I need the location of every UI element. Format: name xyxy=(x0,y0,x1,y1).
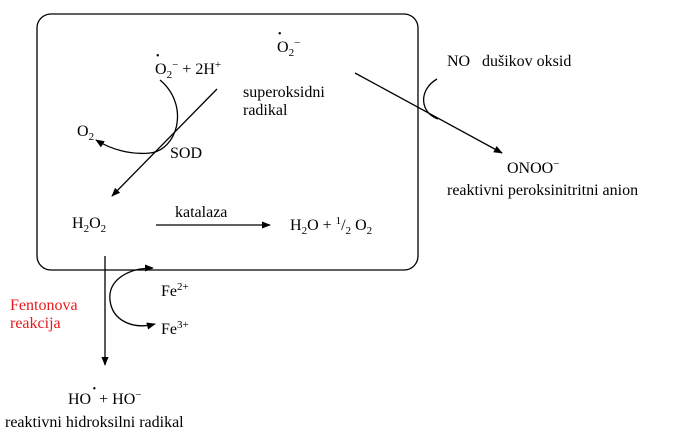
fenton-label-line1: Fentonova xyxy=(10,297,78,314)
compartment-box xyxy=(36,13,419,271)
catalase-label: katalaza xyxy=(175,204,228,221)
iron-ii-ion: Fe2+ xyxy=(161,281,189,300)
nitric-oxide-formula: NO xyxy=(447,53,471,70)
peroxynitrite-formula: ONOO− xyxy=(507,158,560,177)
oxygen-release-curve xyxy=(95,79,178,155)
superoxide-label-line2: radikal xyxy=(243,102,288,119)
sod-enzyme-label: SOD xyxy=(170,145,203,162)
hydroxyl-name: reaktivni hidroksilni radikal xyxy=(5,414,184,431)
catalase-products: H2O + 1/2 O2 xyxy=(290,215,373,237)
nitric-oxide-name: dušikov oksid xyxy=(482,53,572,70)
superoxide-formula-top: O2− xyxy=(277,38,300,59)
dismutation-reactants: O2− + 2H+ xyxy=(155,60,221,81)
fenton-label-line2: reakcija xyxy=(10,315,61,332)
peroxynitrite-name: reaktivni peroksinitritni anion xyxy=(447,182,639,199)
hydroxyl-products: HO + HO− xyxy=(68,390,141,408)
superoxide-label-line1: superoksidni xyxy=(243,84,325,101)
dismutation-arrow xyxy=(111,88,218,197)
no-uptake-curve xyxy=(423,78,439,120)
oxygen-product: O2 xyxy=(77,123,95,143)
iron-cycle-curve xyxy=(109,264,156,330)
iron-iii-ion: Fe3+ xyxy=(161,319,189,338)
hydrogen-peroxide: H2O2 xyxy=(72,215,107,235)
